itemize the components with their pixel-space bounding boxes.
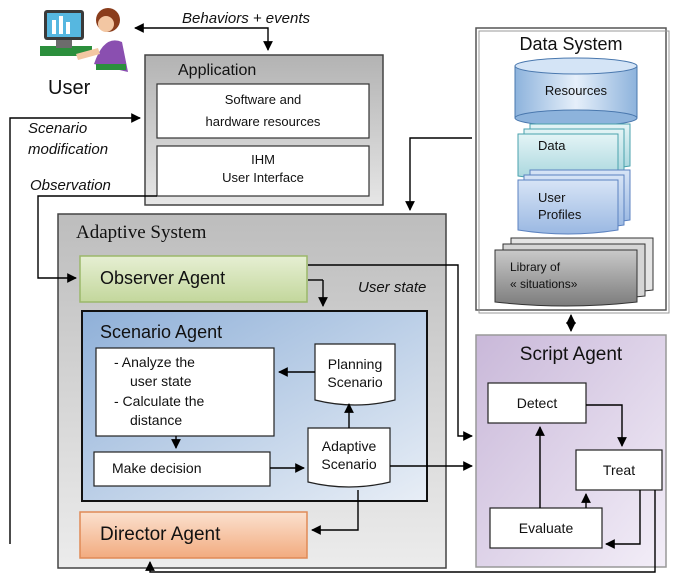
detect-box [487,382,587,424]
adaptive-system-title: Adaptive System [76,222,207,243]
data-system-title: Data System [519,34,623,54]
user-profiles-label-2: Profiles [538,207,582,222]
director-agent-label: Director Agent [100,524,221,545]
observer-agent-label: Observer Agent [100,268,226,288]
calculate-label-2: distance [130,412,183,428]
director-agent-box [79,511,308,559]
planning-label-2: Scenario [327,374,383,390]
connectors [9,23,656,573]
user-profiles-documents [517,169,631,235]
software-label-2: hardware resources [205,114,321,129]
resources-label: Resources [544,83,608,98]
user-label: User [48,77,91,99]
analyze-label-1: - Analyze the [114,354,195,370]
make-decision-box [93,451,271,487]
resources-cylinder [514,57,638,127]
script-agent-title: Script Agent [519,344,623,365]
adaptive-label-2: Scenario [321,456,377,472]
planning-scenario-doc [314,343,396,406]
user-state-label: User state [358,279,427,296]
scenario-modification-label-1: Scenario [28,120,88,137]
adaptive-label-1: Adaptive [321,438,377,454]
library-label-2: « situations» [510,277,578,291]
software-resources-box [156,83,370,139]
analyze-label-2: user state [130,373,192,389]
observer-agent-box [79,255,308,303]
data-documents [517,123,631,181]
ihm-label-1: IHM [251,152,275,167]
user-at-computer-icon [36,2,131,74]
software-label-1: Software and [224,92,302,107]
planning-label-1: Planning [327,356,383,372]
data-label: Data [538,138,566,153]
detect-label: Detect [516,395,558,411]
adaptive-scenario-doc [307,427,391,488]
behaviors-events-label: Behaviors + events [182,10,310,27]
calculate-label-1: - Calculate the [114,393,205,409]
library-label-1: Library of [510,260,561,274]
analyze-box [95,347,275,437]
treat-label: Treat [602,462,636,478]
observation-label: Observation [30,177,111,194]
scenario-modification-label-2: modification [28,141,109,158]
user-profiles-label-1: User [538,190,566,205]
library-documents [494,237,654,307]
treat-box [575,449,663,491]
application-title: Application [178,62,257,79]
make-decision-label: Make decision [112,460,202,476]
ihm-label-2: User Interface [222,170,304,185]
scenario-agent-title: Scenario Agent [100,322,223,342]
evaluate-box [489,507,603,549]
evaluate-label: Evaluate [518,520,574,536]
ihm-box [156,145,370,197]
